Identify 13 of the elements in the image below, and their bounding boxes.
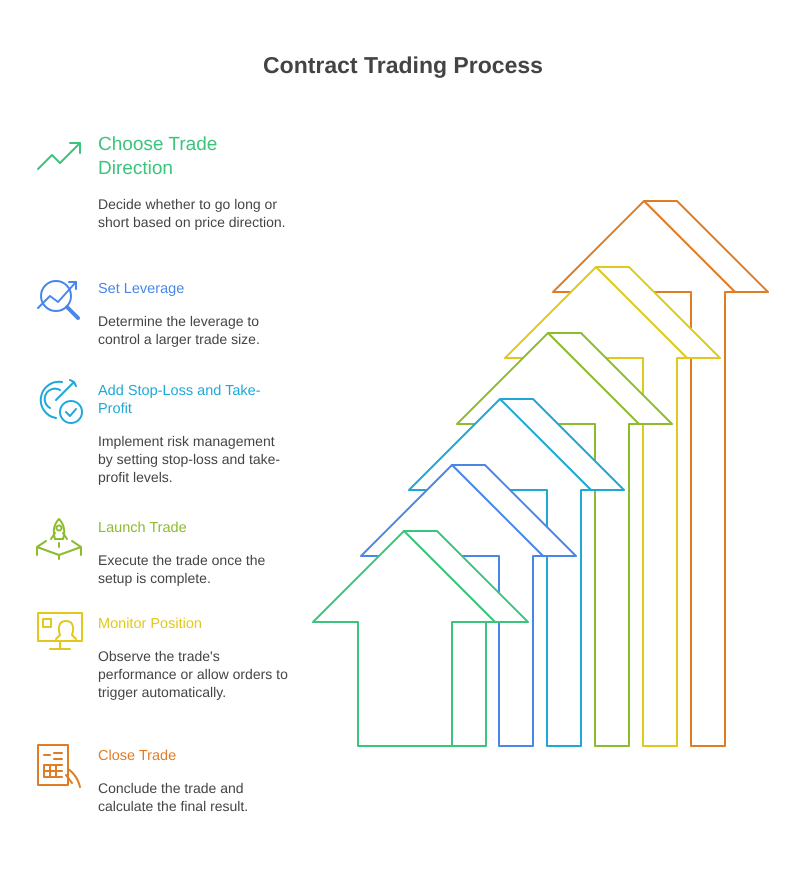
step-description: Conclude the trade and calculate the final result. (98, 779, 250, 815)
step-heading: Launch Trade (98, 519, 188, 537)
step-heading: Close Trade (98, 747, 178, 765)
step-heading: Set Leverage (98, 280, 186, 298)
step-description: Implement risk management by setting stop-loss and take-profit levels. (98, 432, 282, 486)
step-description: Observe the trade's performance or allow orders to trigger automatically. (98, 647, 288, 701)
step-description: Execute the trade once the setup is complete. (98, 551, 266, 587)
step-heading: Add Stop-Loss and Take-Profit (98, 382, 262, 418)
step-description: Determine the leverage to control a larger trade size. (98, 312, 261, 348)
step-heading: Choose Trade Direction (98, 133, 218, 181)
title: Contract Trading Process (262, 52, 544, 79)
step-heading: Monitor Position (98, 615, 203, 633)
step-description: Decide whether to go long or short based on price direction. (98, 195, 287, 231)
